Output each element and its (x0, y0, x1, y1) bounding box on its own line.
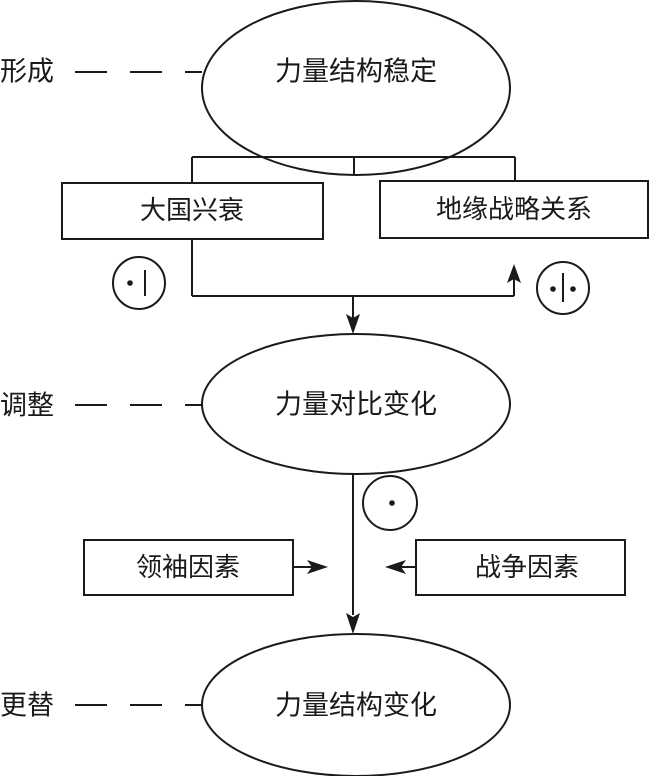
node-balance-change (201, 333, 511, 475)
factor-label-leadership: 领袖因素 (136, 553, 240, 583)
factor-label-great-power-rise-fall: 大国兴衰 (140, 196, 244, 226)
factor-label-war: 战争因素 (475, 553, 579, 583)
arrow-down-icon (346, 613, 360, 634)
arrow-down-icon (346, 314, 360, 334)
arrow-left-icon (385, 560, 406, 574)
marker-dot-bar-icon (112, 256, 166, 310)
feedback-connector (191, 239, 515, 318)
branch-connector (191, 156, 516, 183)
stage-label-replacement: 更替 (0, 691, 54, 722)
node-structure-stable (201, 0, 511, 176)
node-structure-stable-label: 力量结构稳定 (275, 57, 437, 88)
node-balance-change-label: 力量对比变化 (275, 390, 437, 421)
factor-box-geostrategic-relations (379, 180, 649, 239)
factor-label-geostrategic-relations: 地缘战略关系 (436, 195, 592, 225)
marker-dot-icon (362, 475, 418, 531)
node-structure-change-label: 力量结构变化 (275, 691, 437, 722)
marker-dot-bar-dot-icon (536, 261, 590, 315)
factor-box-leadership (83, 539, 294, 596)
node-structure-change (201, 633, 511, 776)
arrow-up-icon (507, 264, 521, 283)
stage-label-formation: 形成 (0, 57, 54, 88)
stage-label-adjustment: 调整 (0, 391, 54, 422)
arrow-right-icon (307, 560, 328, 574)
factor-box-war (415, 539, 626, 596)
